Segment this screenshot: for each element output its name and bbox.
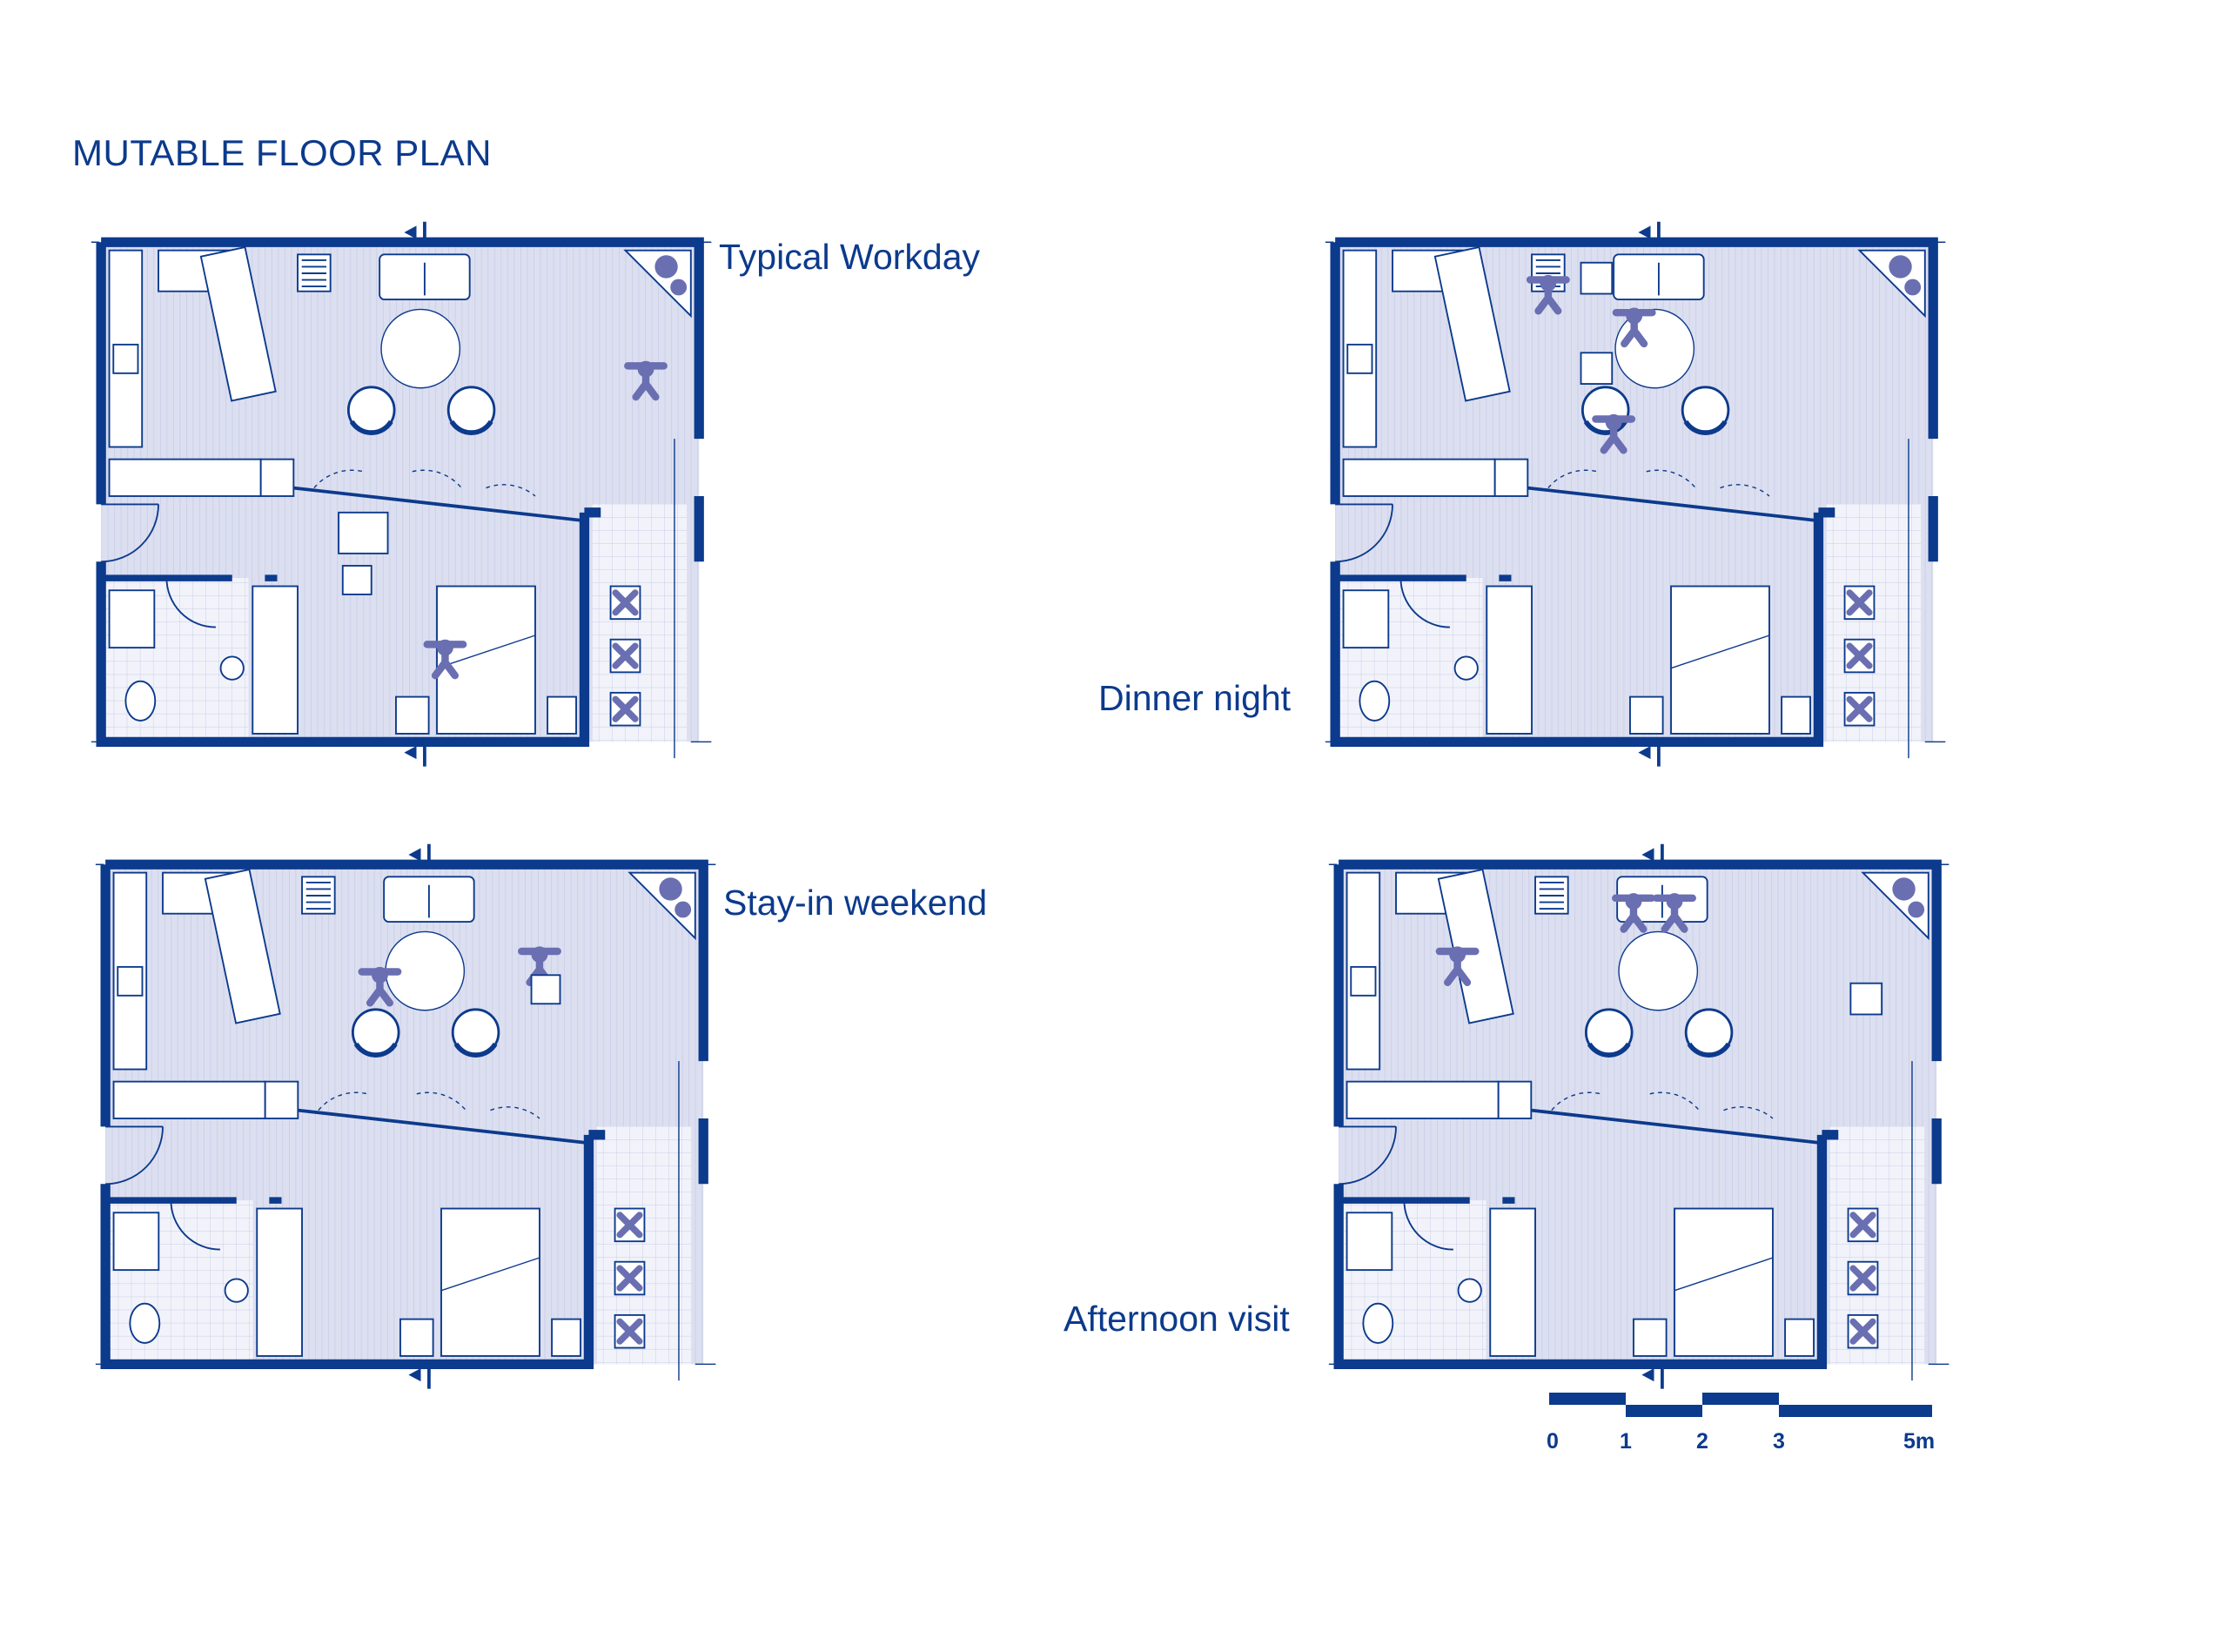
page-title: MUTABLE FLOOR PLAN — [72, 132, 492, 173]
plan-label-stay-in-weekend: Stay-in weekend — [723, 883, 988, 923]
scale-tick-5m: 5m — [1903, 1429, 1935, 1454]
floor-plan-afternoon-visit — [1316, 840, 1964, 1397]
plan-label-dinner-night: Dinner night — [1098, 678, 1292, 718]
scale-tick-2: 2 — [1696, 1429, 1708, 1454]
scale-tick-1: 1 — [1620, 1429, 1632, 1454]
scale-tick-3: 3 — [1773, 1429, 1785, 1454]
plan-label-typical-workday: Typical Workday — [719, 237, 981, 277]
plan-label-afternoon-visit: Afternoon visit — [1064, 1299, 1290, 1339]
scale-bar: 0 1 2 3 5m — [1547, 1393, 1935, 1454]
floor-plan-dinner-night — [1312, 218, 1961, 775]
floor-plan-typical-workday — [78, 218, 727, 775]
floor-plan-stay-in-weekend — [83, 840, 731, 1397]
scale-tick-0: 0 — [1547, 1429, 1559, 1454]
